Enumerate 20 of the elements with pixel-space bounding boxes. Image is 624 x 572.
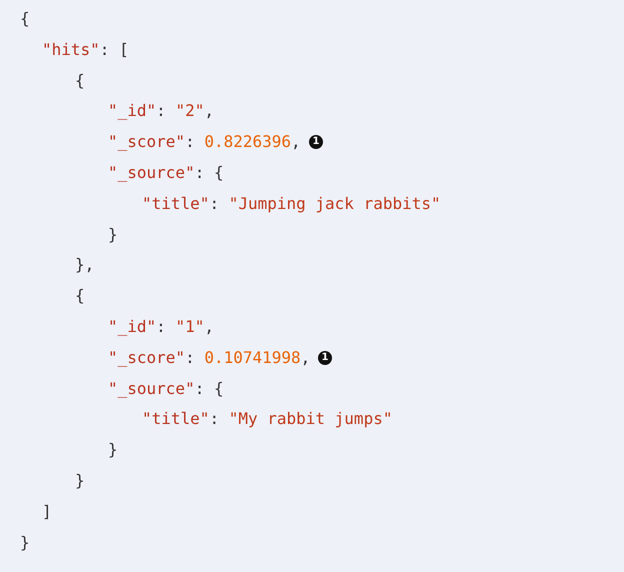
callout-number: 1	[309, 135, 323, 150]
code-line: }	[108, 224, 118, 245]
code-line: }	[75, 471, 85, 491]
code-line: }	[108, 440, 118, 460]
code-line: "hits": [	[42, 40, 129, 60]
code-line: "_id": "2",	[108, 101, 214, 122]
code-line: {	[75, 70, 85, 91]
code-line: "_score": 0.10741998,	[108, 348, 310, 368]
code-line: "title": "Jumping jack rabbits"	[142, 194, 441, 214]
code-line: }	[20, 532, 30, 553]
code-line: "_source": {	[108, 163, 224, 183]
code-line: "_source": {	[108, 378, 224, 399]
callout-number: 1	[318, 350, 332, 365]
code-line: "_id": "1",	[108, 317, 214, 337]
code-line: },	[75, 255, 94, 276]
code-line: {	[75, 286, 85, 306]
code-line: "title": "My rabbit jumps"	[142, 409, 392, 430]
code-line: "_score": 0.8226396,	[108, 132, 301, 152]
code-line: ]	[42, 502, 52, 522]
code-line: {	[20, 9, 30, 29]
